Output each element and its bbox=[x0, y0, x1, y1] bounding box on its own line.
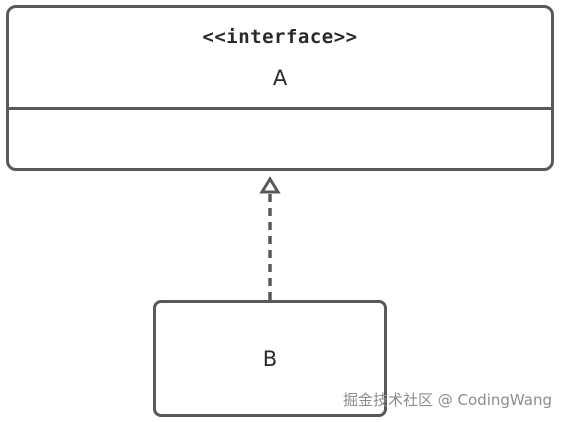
interface-name: A bbox=[272, 66, 288, 90]
realization-arrow bbox=[259, 176, 281, 300]
class-name: B bbox=[262, 347, 278, 371]
compartment-divider bbox=[9, 107, 551, 110]
interface-box-a: <<interface>> A bbox=[6, 5, 554, 171]
watermark-text: 掘金技术社区 @ CodingWang bbox=[343, 391, 552, 409]
class-box-b: B bbox=[153, 300, 387, 417]
hollow-triangle-arrowhead bbox=[259, 176, 281, 194]
interface-stereotype: <<interface>> bbox=[202, 26, 358, 48]
